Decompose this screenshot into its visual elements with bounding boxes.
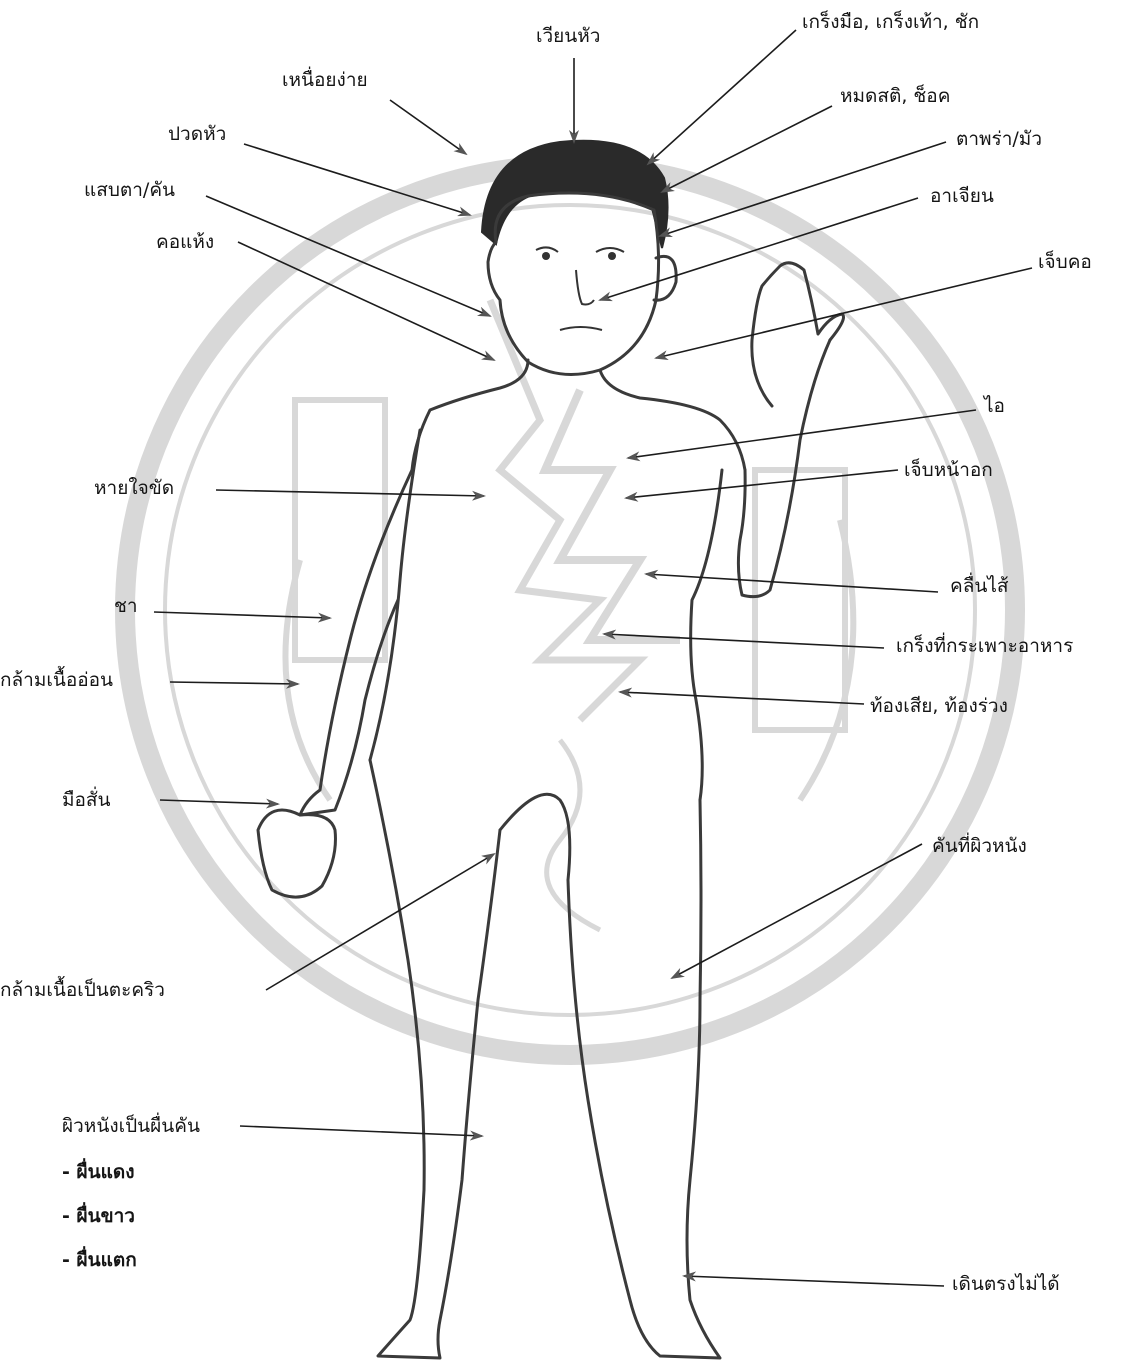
leader-convulsions xyxy=(648,30,796,164)
label-nausea: อาเจียน xyxy=(930,185,994,207)
label-cannot-walk: เดินตรงไม่ได้ xyxy=(952,1273,1060,1295)
right-hand xyxy=(752,263,844,406)
label-unconscious: หมดสติ, ช็อค xyxy=(840,83,950,107)
label-stomach-cramp: เกร็งที่กระเพาะอาหาร xyxy=(896,632,1073,657)
head-outline xyxy=(488,193,659,374)
leader-short-breath xyxy=(216,490,484,496)
label-cough: ไอ xyxy=(982,395,1005,417)
label-blurred-vision: ตาพร่า/มัว xyxy=(956,128,1042,150)
leader-chest-pain xyxy=(626,470,898,498)
label-diarrhea: ท้องเสีย, ท้องร่วง xyxy=(870,695,1008,717)
label-chest-pain: เจ็บหน้าอก xyxy=(904,457,993,481)
label-numbness: ชา xyxy=(114,595,138,617)
leader-diarrhea xyxy=(620,692,864,704)
label-rash-white: - ผื่นขาว xyxy=(62,1202,135,1227)
left-leg xyxy=(370,760,500,1358)
label-skin-rash: ผิวหนังเป็นผื่นคัน xyxy=(62,1112,200,1137)
label-short-breath: หายใจขัด xyxy=(94,477,174,499)
leader-sore-throat xyxy=(656,268,1032,358)
leader-walk xyxy=(684,1276,944,1286)
torso-left xyxy=(370,430,420,760)
left-arm xyxy=(300,470,412,815)
label-fatigue: เหนื่อยง่าย xyxy=(282,66,368,91)
torso-right xyxy=(691,470,722,800)
leader-cough xyxy=(628,410,976,458)
label-dry-throat: คอแห้ง xyxy=(156,231,214,253)
label-eye-irritation: แสบตา/คัน xyxy=(84,179,175,201)
label-tremor: มือสั่น xyxy=(62,786,111,811)
label-vomit-feeling: คลื่นไส้ xyxy=(950,572,1009,597)
human-figure xyxy=(258,141,844,1358)
label-dizziness: เวียนหัว xyxy=(536,25,600,47)
label-convulsions: เกร็งมือ, เกร็งเท้า, ชัก xyxy=(802,9,979,33)
label-headache: ปวดหัว xyxy=(168,123,226,145)
left-hand xyxy=(258,810,335,897)
right-leg xyxy=(568,800,720,1358)
leader-rash xyxy=(240,1126,482,1136)
leader-weak xyxy=(170,682,298,684)
label-rash-broken: - ผื่นแตก xyxy=(62,1246,137,1271)
label-weak-muscle: กล้ามเนื้ออ่อน xyxy=(0,666,113,691)
leader-fatigue xyxy=(390,100,466,154)
label-itchy-skin: คันที่ผิวหนัง xyxy=(932,832,1027,857)
leader-numbness xyxy=(154,612,330,618)
label-sore-throat: เจ็บคอ xyxy=(1038,249,1092,273)
face-eyes xyxy=(536,247,624,252)
leader-vomit xyxy=(646,574,938,592)
leader-unconscious xyxy=(662,106,832,192)
label-muscle-cramp: กล้ามเนื้อเป็นตะคริว xyxy=(0,976,165,1001)
label-rash-red: - ผื่นแดง xyxy=(62,1158,134,1183)
